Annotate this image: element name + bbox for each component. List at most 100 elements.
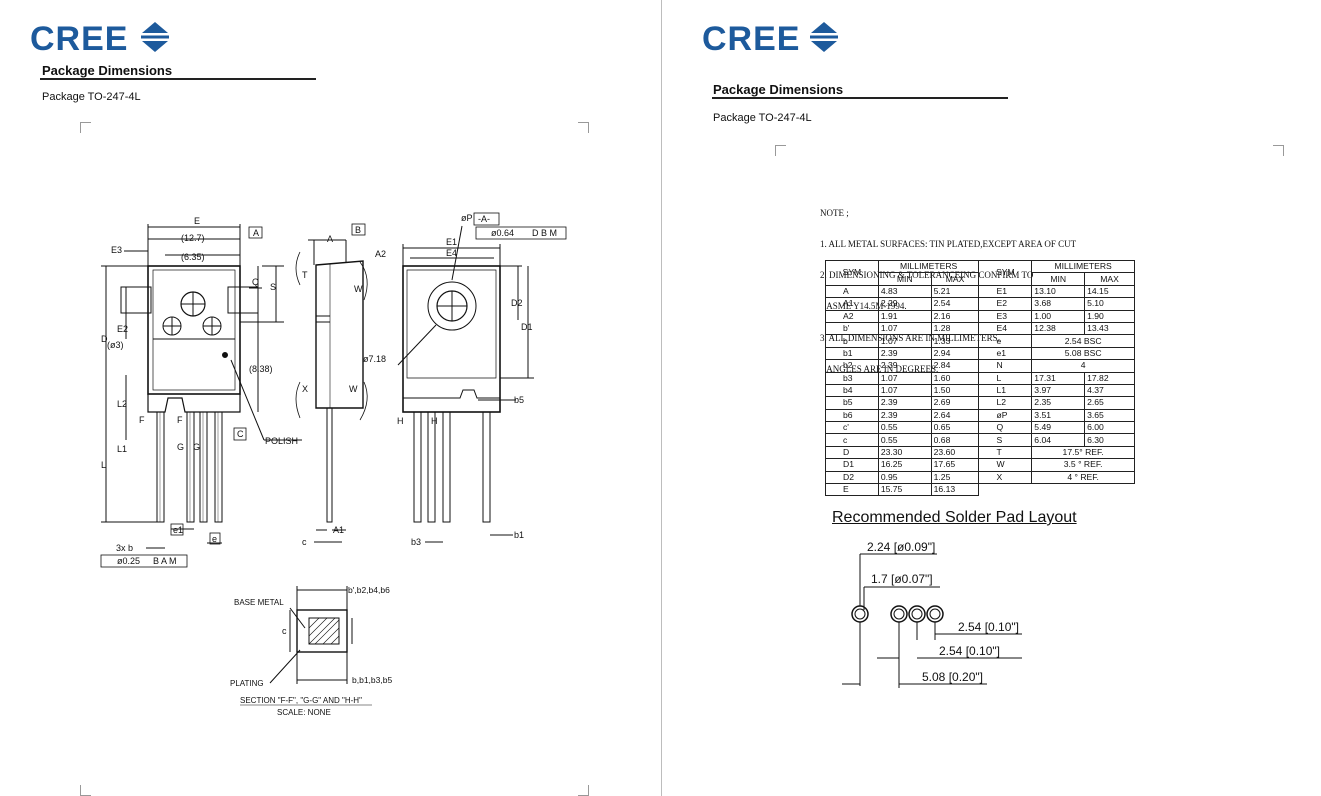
dim-e1: e1 xyxy=(173,525,183,535)
solder-pad-drawing: 2.24 [ø0.09"] 1.7 [ø0.07"] 2.54 [0.10"] … xyxy=(842,540,1022,688)
section-G2: G xyxy=(193,442,200,452)
dim-pad-1-7: 1.7 [ø0.07"] xyxy=(871,572,933,586)
table-cell: E2 xyxy=(978,297,1033,311)
note-line: 1. ALL METAL SURFACES: TIN PLATED,EXCEPT… xyxy=(820,239,1077,250)
table-cell: 2.69 xyxy=(930,396,980,410)
dim-bprime-series: b',b2,b4,b6 xyxy=(348,585,390,595)
dim-W: W xyxy=(354,284,363,294)
dim-T: T xyxy=(302,270,308,280)
table-cell: T xyxy=(978,445,1033,460)
table-cell: b2 xyxy=(825,359,879,373)
dim-phiP: øP xyxy=(461,213,473,223)
table-cell: S xyxy=(978,433,1033,447)
table-cell: D2 xyxy=(825,470,879,485)
table-cell: 1.91 xyxy=(877,309,932,323)
section-H: H xyxy=(397,416,404,426)
dim-D: D xyxy=(101,334,108,344)
table-cell: 23.60 xyxy=(930,445,980,460)
crop-mark xyxy=(775,145,786,156)
dim-D2: D2 xyxy=(511,298,523,308)
table-cell: 3.5 ° REF. xyxy=(1031,458,1135,472)
datum-A: A xyxy=(253,228,259,238)
tol-phi064: ø0.64 xyxy=(491,228,514,238)
dim-X: X xyxy=(302,384,308,394)
dim-A: A xyxy=(327,234,333,244)
table-cell: b1 xyxy=(825,346,879,361)
table-cell: b6 xyxy=(825,408,879,423)
table-cell: b3 xyxy=(825,371,879,385)
package-label: Package TO-247-4L xyxy=(42,91,141,103)
cree-logo: CREE xyxy=(30,20,129,58)
table-cell: b5 xyxy=(825,396,879,410)
section-H2: H xyxy=(431,416,438,426)
datum-A-bracket: -A- xyxy=(478,214,490,224)
dim-A2: A2 xyxy=(375,249,386,259)
table-cell: 3.68 xyxy=(1031,297,1086,311)
package-label: Package TO-247-4L xyxy=(713,112,812,124)
base-metal-label: BASE METAL xyxy=(234,598,284,607)
table-cell: 1.00 xyxy=(1031,309,1086,323)
datum-C: C xyxy=(237,429,244,439)
table-cell: 2.65 xyxy=(1084,396,1135,410)
dim-E4: E4 xyxy=(446,248,457,258)
table-cell: 2.54 BSC xyxy=(1031,334,1135,348)
table-cell: 4.83 xyxy=(877,284,932,299)
max-header: MAX xyxy=(1084,272,1135,286)
empty-cell xyxy=(979,484,1135,496)
sym-header: SYM xyxy=(978,260,1033,286)
tol-phi025: ø0.25 xyxy=(117,556,140,566)
table-cell: 3.65 xyxy=(1084,408,1135,423)
section-F2: F xyxy=(177,415,183,425)
table-cell: 1.90 xyxy=(1084,309,1135,323)
dim-c-section: c xyxy=(282,626,287,636)
dim-E: E xyxy=(194,216,200,226)
table-cell: 12.38 xyxy=(1031,321,1086,336)
table-cell: 6.04 xyxy=(1031,433,1086,447)
dim-Q: Q xyxy=(252,277,259,287)
back-view xyxy=(397,225,534,543)
package-drawing: E (12.7) (6.35) E3 A B A A2 S Q D E2 (ø3… xyxy=(100,212,567,717)
dim-L2: L2 xyxy=(117,399,127,409)
section-title: SECTION "F-F", "G-G" AND "H-H" xyxy=(240,696,362,705)
dim-pitch-2: 2.54 [0.10"] xyxy=(939,644,1000,658)
table-cell: D1 xyxy=(825,458,879,472)
tol-phi025-refs: B A M xyxy=(153,556,177,566)
mm-header: MILLIMETERS xyxy=(877,259,980,274)
table-cell: 2.35 xyxy=(1031,396,1086,410)
dim-D1: D1 xyxy=(521,322,533,332)
table-cell: 0.65 xyxy=(930,421,980,435)
crop-mark xyxy=(578,122,589,133)
front-view xyxy=(101,224,302,549)
table-cell: 13.10 xyxy=(1031,284,1086,299)
table-cell: 14.15 xyxy=(1084,284,1135,299)
table-cell: 17.31 xyxy=(1031,371,1086,385)
table-cell: 1.50 xyxy=(930,383,980,398)
table-cell: 1.60 xyxy=(930,371,980,385)
table-cell: 1.07 xyxy=(877,371,932,385)
cree-logo: CREE xyxy=(702,20,801,58)
dim-b-series: b,b1,b3,b5 xyxy=(352,675,392,685)
cree-logo-mark-icon xyxy=(810,22,838,52)
table-cell: 0.55 xyxy=(877,421,932,435)
dimensions-table: SYM MILLIMETERS SYM MILLIMETERS MIN MAX … xyxy=(825,259,1135,497)
table-cell: E3 xyxy=(978,309,1033,323)
min-header: MIN xyxy=(1031,272,1086,286)
page-heading: Package Dimensions xyxy=(42,63,173,78)
datum-B: B xyxy=(355,225,361,235)
table-cell: A2 xyxy=(825,309,879,323)
page-divider xyxy=(661,0,662,796)
table-cell: E1 xyxy=(978,284,1033,299)
tol-phi064-refs: D B M xyxy=(532,228,557,238)
table-cell: D xyxy=(825,445,879,460)
